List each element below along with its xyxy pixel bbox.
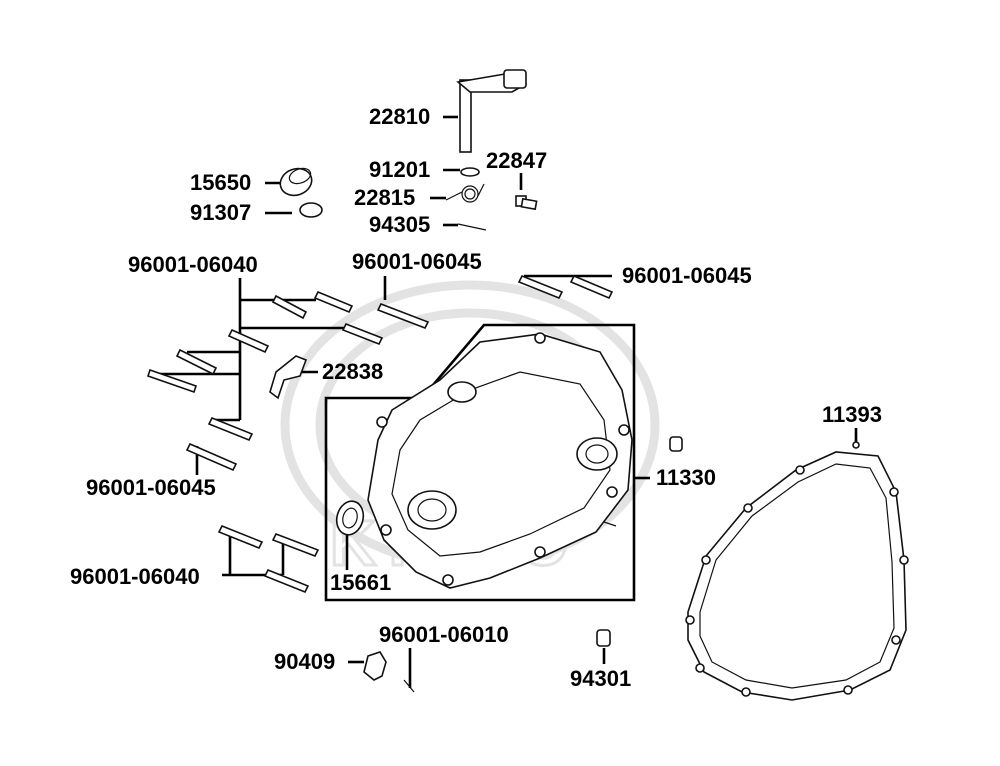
part-label-96001-06045-right[interactable]: 96001-06045 — [622, 263, 752, 288]
washer-91201[interactable] — [460, 167, 480, 177]
part-label-22847[interactable]: 22847 — [486, 148, 548, 173]
bolt-group[interactable] — [146, 274, 614, 594]
bracket-22838[interactable] — [269, 355, 308, 400]
part-label-11393[interactable]: 11393 — [822, 402, 882, 427]
oil-filler-cap-15650[interactable] — [277, 164, 316, 199]
dowel-pin-94301[interactable] — [596, 629, 611, 647]
part-label-15650[interactable]: 15650 — [190, 170, 252, 195]
part-label-15661[interactable]: 15661 — [330, 570, 392, 595]
part-label-94305[interactable]: 94305 — [369, 212, 431, 237]
part-label-91201[interactable]: 91201 — [369, 157, 431, 182]
oil-seal-15661[interactable] — [333, 498, 367, 538]
part-label-11330[interactable]: 11330 — [656, 465, 716, 490]
part-label-94301[interactable]: 94301 — [570, 666, 632, 691]
pin-small[interactable] — [603, 521, 617, 527]
pin-94305[interactable] — [457, 223, 487, 231]
part-label-96001-06040-bottom[interactable]: 96001-06040 — [70, 564, 200, 589]
spring-22815[interactable] — [445, 183, 485, 203]
part-label-91307[interactable]: 91307 — [190, 200, 252, 225]
crankcase-cover-11330[interactable] — [367, 332, 633, 589]
part-label-96001-06010[interactable]: 96001-06010 — [379, 622, 509, 647]
part-label-22810[interactable]: 22810 — [369, 104, 431, 129]
bolt-22847[interactable] — [515, 195, 538, 211]
o-ring-91307[interactable] — [299, 202, 323, 218]
part-label-90409[interactable]: 90409 — [274, 649, 336, 674]
part-label-96001-06045-left[interactable]: 96001-06045 — [86, 475, 216, 500]
gasket-11393[interactable] — [685, 441, 909, 701]
stay-90409[interactable] — [363, 651, 387, 681]
part-label-22815[interactable]: 22815 — [354, 185, 416, 210]
screw-96001-06010[interactable] — [403, 679, 415, 693]
part-label-96001-06045-top[interactable]: 96001-06045 — [352, 249, 482, 274]
part-label-96001-06040-top[interactable]: 96001-06040 — [128, 252, 258, 277]
dowel-pin-upper[interactable] — [669, 436, 683, 452]
part-label-22838[interactable]: 22838 — [322, 359, 384, 384]
shift-shaft-22810[interactable] — [456, 69, 528, 153]
